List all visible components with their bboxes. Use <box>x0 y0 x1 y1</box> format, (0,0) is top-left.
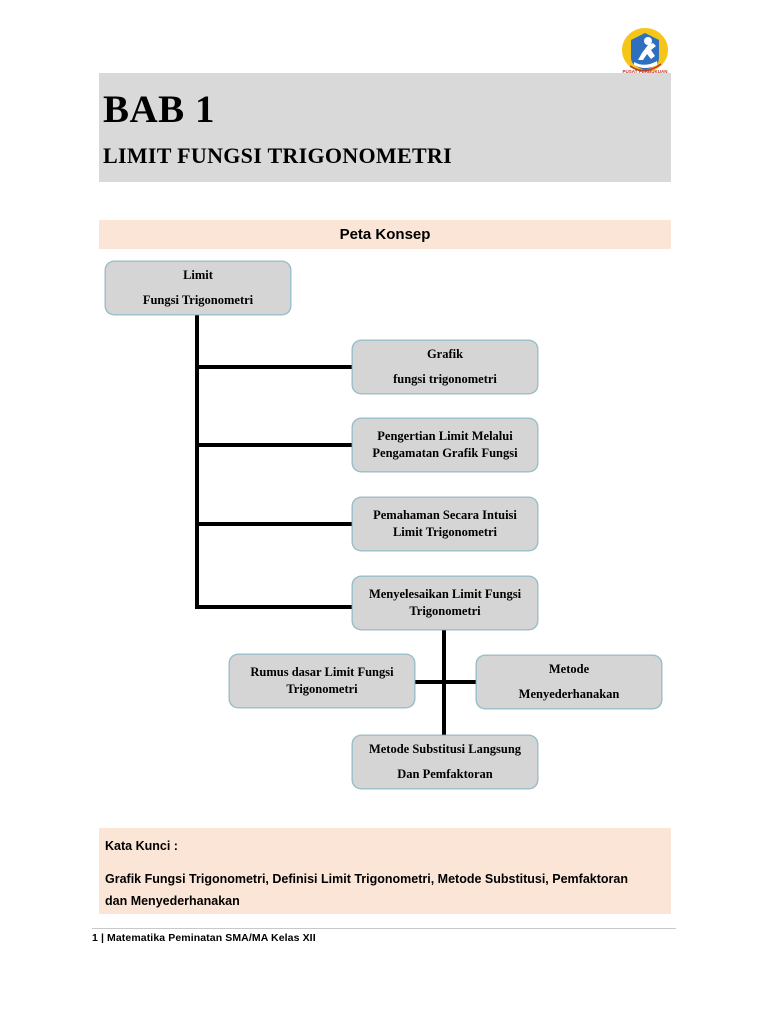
node-grafik-line2: fungsi trigonometri <box>393 372 497 386</box>
node-pemahaman: Pemahaman Secara Intuisi Limit Trigonome… <box>352 497 538 551</box>
connector-root-trunk <box>195 315 199 609</box>
connector-menyelesaikan-down <box>442 629 446 739</box>
node-substitusi-line2: Dan Pemfaktoran <box>397 767 493 781</box>
node-grafik: Grafik fungsi trigonometri <box>352 340 538 394</box>
connector-branch-pengertian <box>195 443 353 447</box>
footer-text: 1 | Matematika Peminatan SMA/MA Kelas XI… <box>92 932 316 944</box>
peta-konsep-label: Peta Konsep <box>339 226 431 243</box>
chapter-number: BAB 1 <box>103 88 215 131</box>
node-pemahaman-line2: Limit Trigonometri <box>392 525 498 539</box>
connector-branch-menyelesaikan <box>195 605 353 609</box>
node-substitusi: Metode Substitusi Langsung Dan Pemfaktor… <box>352 735 538 789</box>
node-root-line2: Fungsi Trigonometri <box>142 293 254 307</box>
kata-kunci-line2: dan Menyederhanakan <box>105 894 240 908</box>
node-grafik-line1: Grafik <box>426 346 464 361</box>
kata-kunci-box: Kata Kunci : Grafik Fungsi Trigonometri,… <box>99 828 671 914</box>
svg-text:PUSAT PERBUKUAN: PUSAT PERBUKUAN <box>623 69 668 74</box>
chapter-header-band: BAB 1 LIMIT FUNGSI TRIGONOMETRI <box>99 73 671 182</box>
node-rumus-dasar: Rumus dasar Limit Fungsi Trigonometri <box>229 654 415 708</box>
node-rumus-line2: Trigonometri <box>286 682 358 696</box>
kata-kunci-title: Kata Kunci : <box>105 839 178 853</box>
node-menyelesaikan-line2: Trigonometri <box>409 604 481 618</box>
node-pengertian: Pengertian Limit Melalui Pengamatan Graf… <box>352 418 538 472</box>
student-emblem-logo-icon: PUSAT PERBUKUAN <box>622 28 668 74</box>
node-pemahaman-line1: Pemahaman Secara Intuisi <box>373 507 517 522</box>
chapter-title: LIMIT FUNGSI TRIGONOMETRI <box>103 143 452 168</box>
institution-logo: PUSAT PERBUKUAN <box>618 26 672 78</box>
peta-konsep-banner: Peta Konsep <box>99 220 671 249</box>
node-root: Limit Fungsi Trigonometri <box>105 261 291 315</box>
node-menyelesaikan-line1: Menyelesaikan Limit Fungsi <box>368 586 522 601</box>
node-metode-line2: Menyederhanakan <box>518 687 620 701</box>
node-rumus-line1: Rumus dasar Limit Fungsi <box>250 664 394 679</box>
node-root-line1: Limit <box>183 267 213 282</box>
connector-crossbar <box>412 680 480 684</box>
connector-branch-grafik <box>195 365 353 369</box>
node-pengertian-line2: Pengamatan Grafik Fungsi <box>372 446 518 460</box>
footer-divider <box>92 928 676 929</box>
connector-branch-pemahaman <box>195 522 353 526</box>
node-pengertian-line1: Pengertian Limit Melalui <box>377 428 513 443</box>
node-metode-line1: Metode <box>548 661 590 676</box>
node-substitusi-line1: Metode Substitusi Langsung <box>368 741 522 756</box>
node-menyelesaikan: Menyelesaikan Limit Fungsi Trigonometri <box>352 576 538 630</box>
kata-kunci-line1: Grafik Fungsi Trigonometri, Definisi Lim… <box>105 872 628 886</box>
node-metode: Metode Menyederhanakan <box>476 655 662 709</box>
